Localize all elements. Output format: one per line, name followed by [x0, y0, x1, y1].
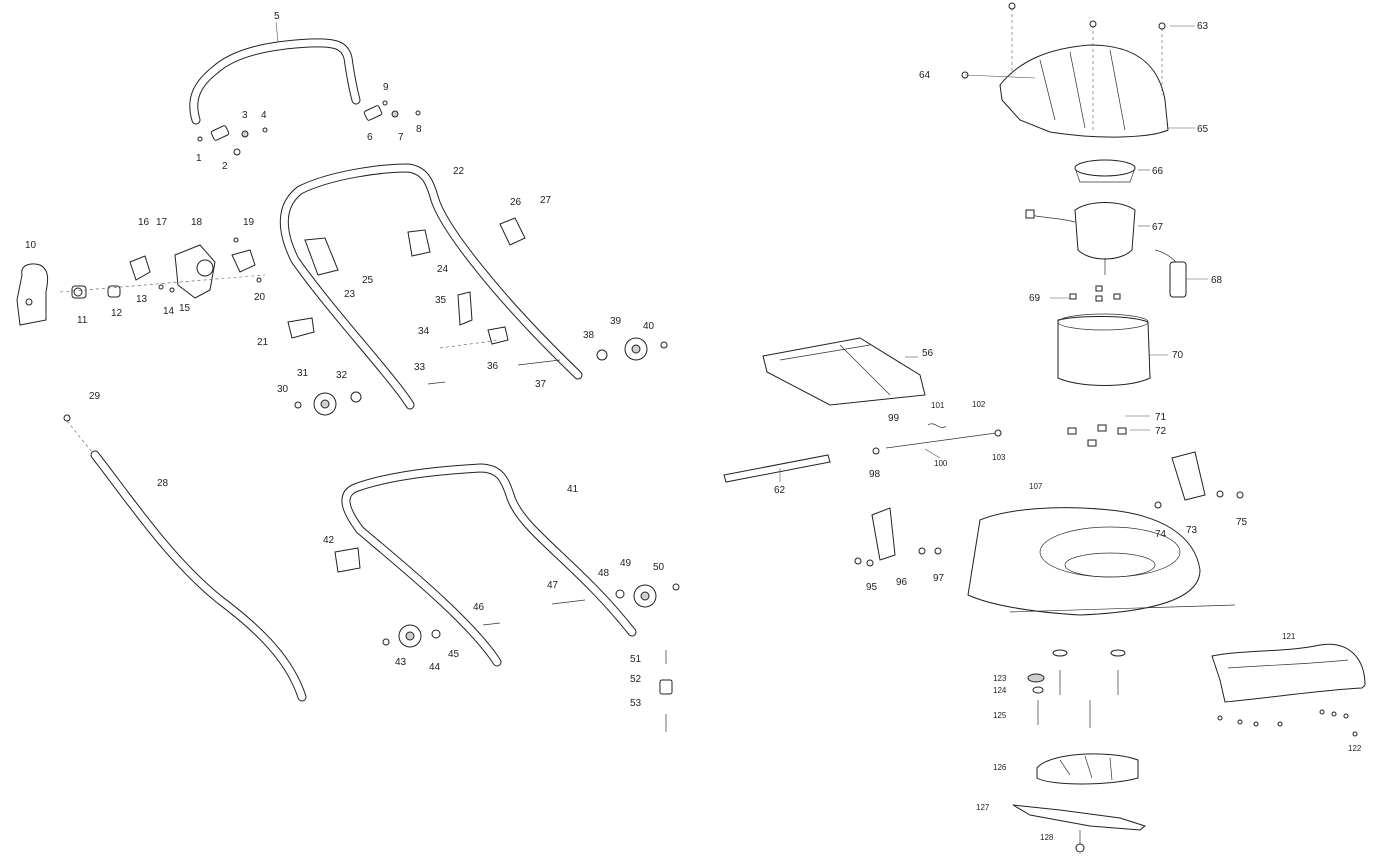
callout-36: 36	[487, 361, 499, 372]
callout-24: 24	[437, 264, 449, 275]
callout-10: 10	[25, 240, 37, 251]
callout-66: 66	[1152, 166, 1164, 177]
callout-11: 11	[77, 315, 88, 326]
callout-65: 65	[1197, 124, 1209, 135]
callout-97: 97	[933, 573, 945, 584]
callout-23: 23	[344, 289, 356, 300]
callout-101: 101	[931, 401, 945, 410]
callout-126: 126	[993, 763, 1007, 772]
callout-14: 14	[163, 306, 175, 317]
callout-47: 47	[547, 580, 559, 591]
callout-12: 12	[111, 308, 123, 319]
callout-16: 16	[138, 217, 150, 228]
callout-52: 52	[630, 674, 642, 685]
callout-42: 42	[323, 535, 335, 546]
callout-labels: 1 2 3 4 5 6 7 8 9 10 11 12 13 14 15 16 1…	[25, 11, 1362, 842]
callout-32: 32	[336, 370, 348, 381]
callout-48: 48	[598, 568, 610, 579]
callout-1: 1	[196, 153, 202, 164]
motor-assembly	[961, 2, 1187, 447]
callout-17: 17	[156, 217, 168, 228]
callout-34: 34	[418, 326, 430, 337]
callout-19: 19	[243, 217, 255, 228]
callout-128: 128	[1040, 833, 1054, 842]
callout-53: 53	[630, 698, 642, 709]
callout-95: 95	[866, 582, 878, 593]
callout-98: 98	[869, 469, 881, 480]
deck-assembly	[854, 451, 1244, 616]
upper-handle-assembly	[189, 38, 421, 156]
callout-27: 27	[540, 195, 552, 206]
callout-121: 121	[1282, 632, 1296, 641]
callout-20: 20	[254, 292, 266, 303]
callout-39: 39	[610, 316, 622, 327]
callout-70: 70	[1172, 350, 1184, 361]
callout-37: 37	[535, 379, 547, 390]
callout-22: 22	[453, 166, 465, 177]
callout-73: 73	[1186, 525, 1198, 536]
callout-41: 41	[567, 484, 579, 495]
callout-127: 127	[976, 803, 990, 812]
callout-26: 26	[510, 197, 522, 208]
callout-28: 28	[157, 478, 169, 489]
callout-100: 100	[934, 459, 948, 468]
callout-51: 51	[630, 654, 642, 665]
callout-35: 35	[435, 295, 447, 306]
callout-69: 69	[1029, 293, 1041, 304]
callout-72: 72	[1155, 426, 1167, 437]
callout-31: 31	[297, 368, 309, 379]
callout-5: 5	[274, 11, 280, 22]
callout-56: 56	[922, 348, 934, 359]
callout-99: 99	[888, 413, 900, 424]
callout-62: 62	[774, 485, 786, 496]
callout-107: 107	[1029, 482, 1043, 491]
callout-63: 63	[1197, 21, 1209, 32]
callout-9: 9	[383, 82, 389, 93]
callout-2: 2	[222, 161, 228, 172]
callout-103: 103	[992, 453, 1006, 462]
callout-21: 21	[257, 337, 269, 348]
cable-assembly	[63, 414, 307, 702]
callout-68: 68	[1211, 275, 1223, 286]
cable-housing-assembly	[16, 237, 266, 326]
callout-25: 25	[362, 275, 374, 286]
callout-29: 29	[89, 391, 101, 402]
leader-lines	[275, 21, 1208, 482]
callout-71: 71	[1155, 412, 1167, 423]
callout-124: 124	[993, 686, 1007, 695]
callout-75: 75	[1236, 517, 1248, 528]
callout-46: 46	[473, 602, 485, 613]
callout-43: 43	[395, 657, 407, 668]
callout-49: 49	[620, 558, 632, 569]
callout-40: 40	[643, 321, 655, 332]
callout-74: 74	[1155, 529, 1167, 540]
callout-3: 3	[242, 110, 248, 121]
callout-67: 67	[1152, 222, 1164, 233]
callout-123: 123	[993, 674, 1007, 683]
callout-50: 50	[653, 562, 665, 573]
callout-8: 8	[416, 124, 422, 135]
rear-flap-assembly	[1211, 643, 1366, 737]
callout-125: 125	[993, 711, 1007, 720]
callout-64: 64	[919, 70, 931, 81]
callout-44: 44	[429, 662, 441, 673]
callout-13: 13	[136, 294, 148, 305]
callout-33: 33	[414, 362, 426, 373]
callout-18: 18	[191, 217, 203, 228]
middle-handle-assembly	[279, 163, 668, 416]
lower-handle-assembly	[334, 463, 680, 732]
callout-38: 38	[583, 330, 595, 341]
callout-6: 6	[367, 132, 373, 143]
callout-4: 4	[261, 110, 267, 121]
grass-flap-assembly	[723, 337, 1002, 483]
callout-96: 96	[896, 577, 908, 588]
callout-122: 122	[1348, 744, 1362, 753]
callout-7: 7	[398, 132, 404, 143]
callout-30: 30	[277, 384, 289, 395]
callout-45: 45	[448, 649, 460, 660]
callout-102: 102	[972, 400, 986, 409]
blade-assembly	[1012, 649, 1147, 853]
callout-15: 15	[179, 303, 191, 314]
